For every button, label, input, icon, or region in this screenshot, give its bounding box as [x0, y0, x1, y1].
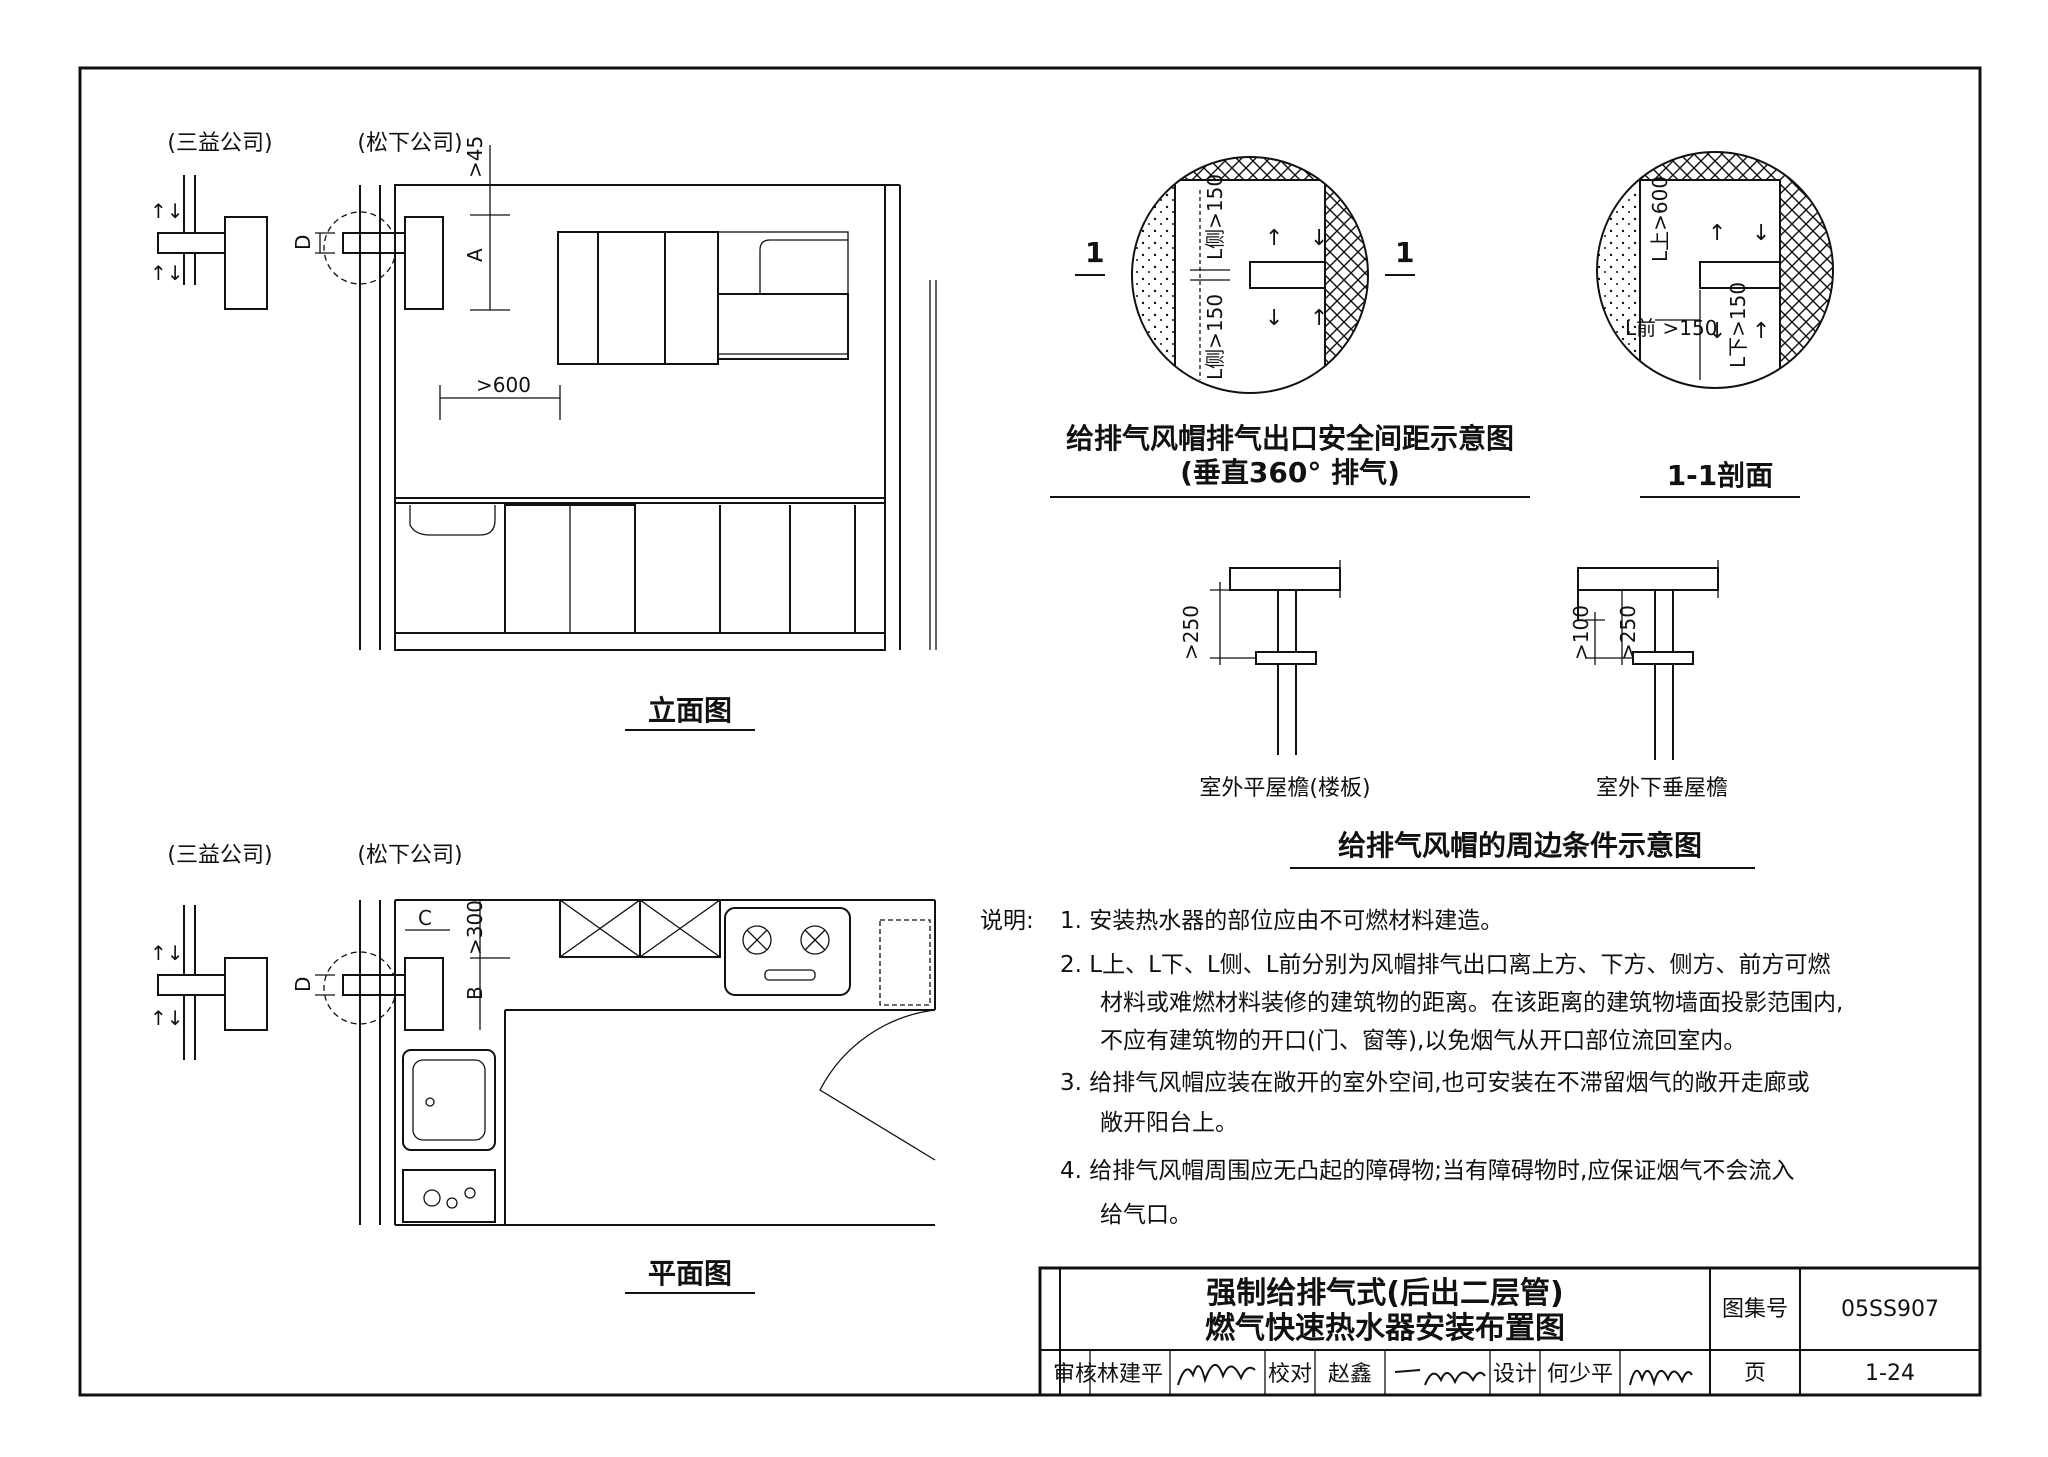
- notes-line-7: 4. 给排气风帽周围应无凸起的障碍物;当有障碍物时,应保证烟气不会流入: [1060, 1158, 1794, 1184]
- tb-review-label: 审核: [1053, 1362, 1097, 1387]
- elev-range-hood: [717, 293, 849, 360]
- tb-title-1: 强制给排气式(后出二层管): [1206, 1276, 1563, 1311]
- detail-mark-right: 1: [1395, 236, 1414, 269]
- detail-dim-bottom: L侧>150: [1203, 294, 1227, 380]
- section-arrow-down-2: ↓: [1708, 319, 1726, 344]
- detail-dim-top: L侧>150: [1203, 174, 1227, 260]
- notes-line-2: 2. L上、L下、L侧、L前分别为风帽排气出口离上方、下方、侧方、前方可燃: [1060, 952, 1831, 978]
- plan-refrigerator: [879, 919, 931, 1006]
- elev-sanyi-pipe: [157, 232, 227, 254]
- detail-right-circle: [1596, 151, 1834, 389]
- tb-design-name: 何少平: [1547, 1362, 1613, 1387]
- plan-sanyi-heater: [224, 957, 268, 1031]
- notes-line-6: 敞开阳台上。: [1100, 1110, 1238, 1136]
- plan-label-songxia: (松下公司): [357, 843, 462, 868]
- plan-songxia-heater: [404, 957, 444, 1031]
- elev-songxia-pipe: [342, 232, 409, 254]
- surround-caption-right: 室外下垂屋檐: [1596, 776, 1728, 801]
- tb-check-signature: [1394, 1369, 1486, 1386]
- elev-sink: [409, 505, 496, 536]
- title-block: 强制给排气式(后出二层管) 燃气快速热水器安装布置图 图集号 05SS907 页…: [1038, 1266, 1982, 1397]
- elev-sanyi-heater: [224, 216, 268, 310]
- elev-label-sanyi: (三益公司): [167, 131, 272, 156]
- section-arrow-down: ↓: [1752, 221, 1770, 246]
- notes-heading: 说明:: [980, 908, 1034, 934]
- elev-sanyi-arrows-down: ↑↓: [150, 261, 184, 285]
- plan-dim-C: C: [418, 906, 432, 930]
- tb-atlas-label: 图集号: [1722, 1297, 1788, 1322]
- detail-arrow-up-right: ↑: [1310, 306, 1328, 331]
- tb-design-label: 设计: [1493, 1362, 1537, 1387]
- detail-arrow-up: ↑: [1265, 226, 1283, 251]
- plan-view: (三益公司) (松下公司) ↑↓ ↑↓ D C >300 B: [150, 843, 936, 1294]
- elev-dim-A: A: [463, 248, 487, 262]
- surround-caption-left: 室外平屋檐(楼板): [1199, 776, 1370, 801]
- plan-sink: [402, 1049, 496, 1151]
- surroundings-title: 给排气风帽的周边条件示意图: [1338, 829, 1702, 862]
- detail-clearance-circle: 1 1 ↑ ↓ ↓ ↑ L侧>150 L侧>150 给排气风帽排气出口安全间距示…: [1050, 156, 1530, 498]
- svg-text:↑↓: ↑↓: [150, 941, 184, 965]
- plan-dim-D: D: [291, 977, 315, 992]
- section-arrow-up: ↑: [1708, 221, 1726, 246]
- surround-dim-right-b: >250: [1616, 605, 1640, 660]
- elevation-view: (三益公司) (松下公司) ↑↓ ↑↓ D >45 A: [150, 131, 937, 731]
- tb-design-signature: [1629, 1369, 1693, 1387]
- detail-arrow-down: ↓: [1265, 306, 1283, 331]
- section-dim-up: L上>600: [1648, 176, 1672, 262]
- surround-dim-left: >250: [1179, 605, 1203, 660]
- elev-label-songxia: (松下公司): [357, 131, 462, 156]
- notes-line-5: 3. 给排气风帽应装在敞开的室外空间,也可安装在不滞留烟气的敞开走廊或: [1060, 1070, 1810, 1096]
- elev-flue-duct: [717, 231, 849, 295]
- plan-dim-B: B: [463, 986, 487, 1000]
- tb-page-value: 1-24: [1865, 1361, 1915, 1386]
- notes-line-4: 不应有建筑物的开口(门、窗等),以免烟气从开口部位流回室内。: [1100, 1028, 1746, 1054]
- notes-line-8: 给气口。: [1100, 1202, 1192, 1228]
- notes-line-3: 材料或难燃材料装修的建筑物的距离。在该距离的建筑物墙面投影范围内,: [1100, 990, 1843, 1016]
- plan-stove: [724, 907, 851, 996]
- detail-left-title-1: 给排气风帽排气出口安全间距示意图: [1066, 422, 1514, 455]
- elev-dim-45: >45: [463, 136, 487, 178]
- plan-dim-300: >300: [463, 900, 487, 955]
- svg-text:↑↓: ↑↓: [150, 1006, 184, 1030]
- section-arrow-up-2: ↑: [1752, 319, 1770, 344]
- detail-section-1-1: ↑ ↓ ↓ ↑ L上>600 L前 >150 L下>150 1-1剖面: [1596, 151, 1834, 498]
- tb-check-name: 赵鑫: [1328, 1362, 1372, 1387]
- elevation-title: 立面图: [648, 694, 732, 727]
- elev-songxia-heater: [404, 216, 444, 310]
- sheet-border: [78, 66, 1982, 1397]
- plan-range-small: [402, 1169, 496, 1223]
- elev-dim-600: >600: [476, 373, 531, 397]
- plan-door-swing: [819, 1009, 936, 1161]
- detail-mark-left: 1: [1085, 236, 1104, 269]
- surround-dim-right-a: >100: [1569, 605, 1593, 660]
- detail-left-title-2: (垂直360° 排气): [1180, 456, 1400, 489]
- notes-block: 说明: 1. 安装热水器的部位应由不可燃材料建造。 2. L上、L下、L侧、L前…: [980, 908, 1843, 1228]
- elev-room-outline: [394, 184, 886, 651]
- section-title: 1-1剖面: [1667, 459, 1774, 492]
- elev-upper-cabinets: [557, 231, 719, 365]
- tb-review-name: 林建平: [1097, 1362, 1163, 1387]
- plan-label-sanyi: (三益公司): [167, 843, 272, 868]
- section-dim-down: L下>150: [1726, 282, 1750, 368]
- tb-review-signature: [1177, 1364, 1256, 1386]
- detail-arrow-down-right: ↓: [1310, 226, 1328, 251]
- section-dim-front: L前 >150: [1625, 316, 1717, 340]
- tb-check-label: 校对: [1268, 1362, 1312, 1387]
- detail-left-circle: [1131, 156, 1369, 394]
- elev-dim-D: D: [291, 235, 315, 250]
- tb-atlas-value: 05SS907: [1841, 1297, 1939, 1322]
- elev-sanyi-arrows-up: ↑↓: [150, 199, 184, 223]
- notes-line-1: 1. 安装热水器的部位应由不可燃材料建造。: [1060, 908, 1503, 934]
- plan-title: 平面图: [648, 1257, 732, 1290]
- tb-title-2: 燃气快速热水器安装布置图: [1205, 1311, 1565, 1346]
- surroundings-diagram: >250 室外平屋檐(楼板) >100 >250 室外下垂屋檐 给排气风帽的周边…: [1179, 560, 1755, 869]
- tb-page-label: 页: [1744, 1361, 1766, 1386]
